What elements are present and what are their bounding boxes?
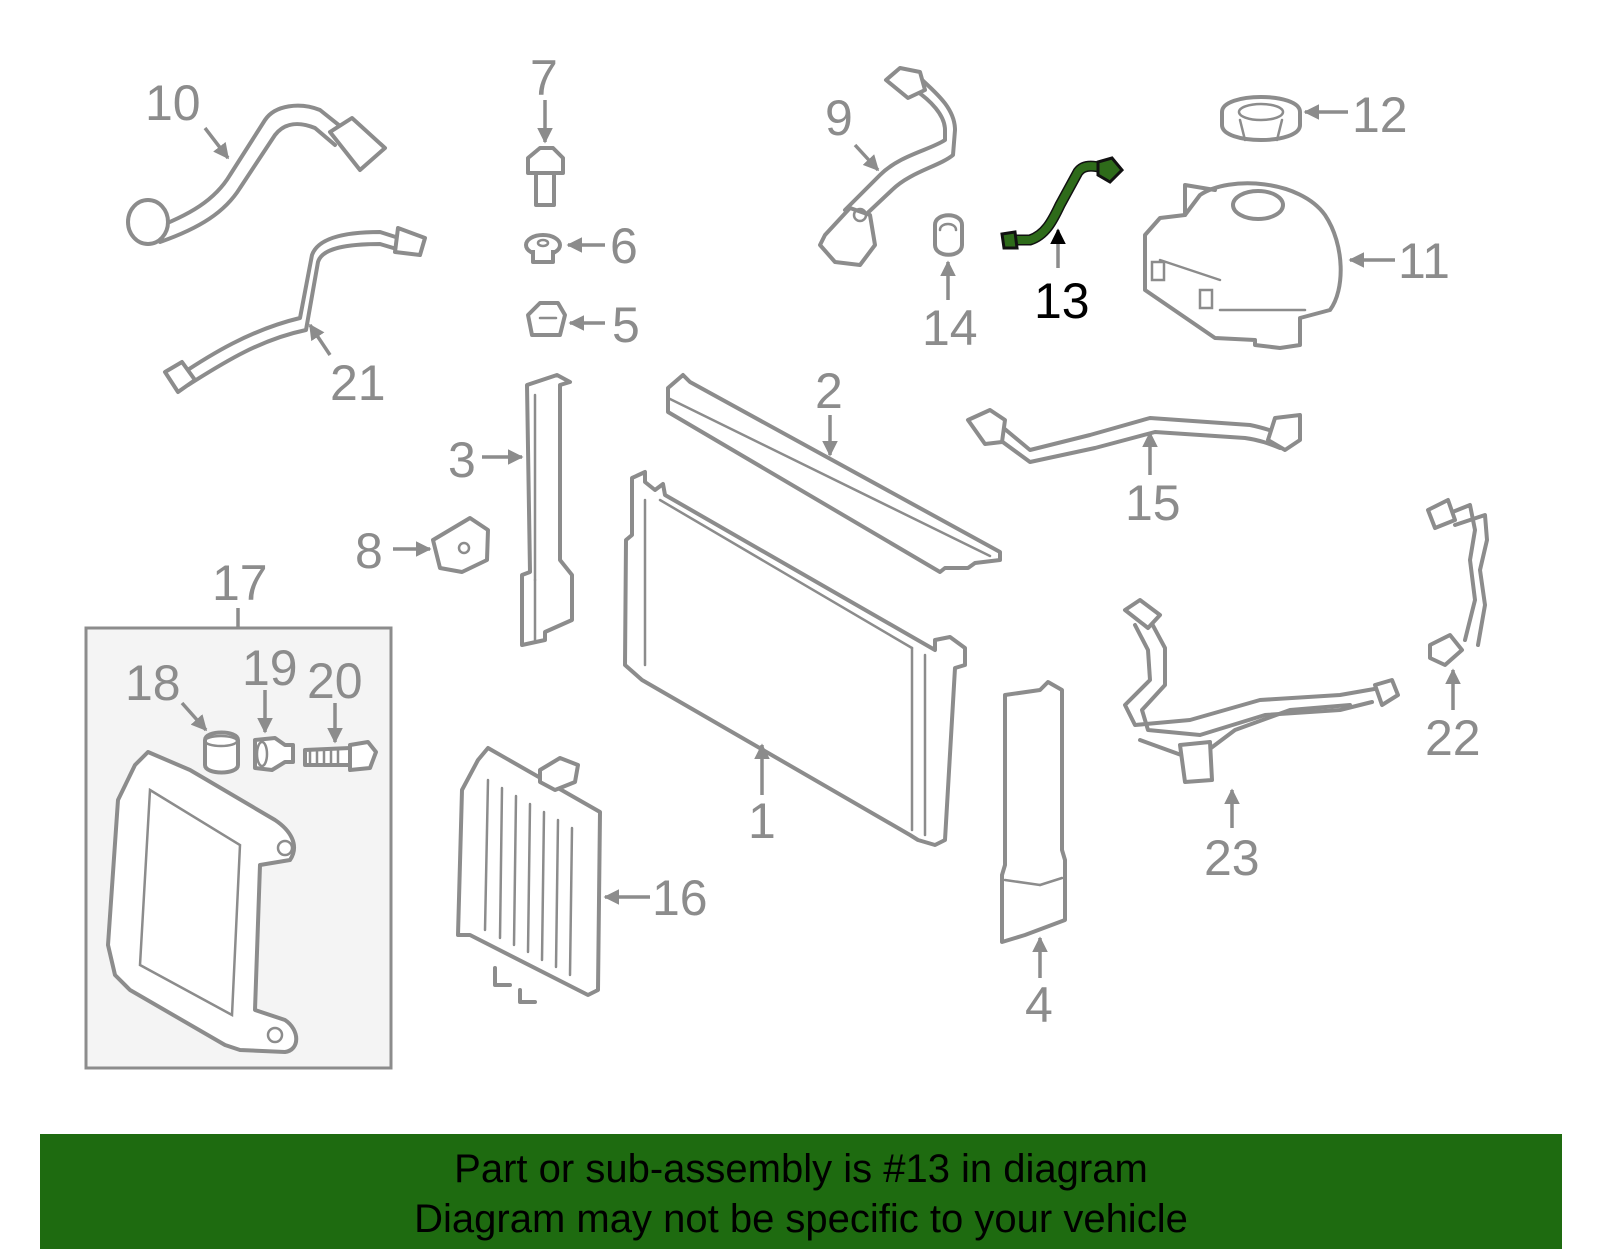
part-7-bolt[interactable] [526,146,565,207]
part-4-side-deflector[interactable] [1000,680,1067,944]
callout-7: 7 [530,50,558,106]
part-16-oil-cooler[interactable] [456,746,602,1004]
callout-23: 23 [1204,830,1260,886]
part-5-clip[interactable] [526,301,567,337]
callout-14: 14 [922,300,978,356]
part-22-hose[interactable] [1426,498,1489,667]
callout-3: 3 [448,432,476,488]
part-12-cap[interactable] [1220,95,1302,142]
part-8-bracket[interactable] [431,516,490,574]
callout-6: 6 [610,218,638,274]
arrow-10 [203,126,230,160]
callout-9: 9 [825,90,853,146]
callout-10: 10 [145,75,201,131]
part-17-kit-box[interactable] [84,608,393,1070]
part-1-condenser[interactable] [623,470,967,847]
callout-22: 22 [1425,710,1481,766]
part-10-upper-hose[interactable] [126,103,387,246]
part-19-grommet[interactable] [253,736,295,772]
banner-line-part-number: Part or sub-assembly is #13 in diagram [454,1147,1148,1191]
callout-21: 21 [330,355,386,411]
callout-2: 2 [815,363,843,419]
callout-1: 1 [748,793,776,849]
callout-8: 8 [355,523,383,579]
arrow-9 [853,143,880,172]
callout-4: 4 [1025,977,1053,1033]
callout-11: 11 [1398,233,1450,289]
callout-16: 16 [652,870,708,926]
part-3-side-deflector[interactable] [520,373,574,647]
arrow-21 [308,323,332,356]
part-18-bushing[interactable] [203,730,240,775]
arrow-18 [180,701,208,732]
callout-19: 19 [242,640,298,696]
part-14-clamp[interactable] [933,213,964,257]
callout-18: 18 [125,655,181,711]
callout-20: 20 [307,653,363,709]
part-13-hose-highlighted[interactable] [1000,156,1125,250]
part-20-bolt[interactable] [303,740,378,772]
callout-15: 15 [1125,475,1181,531]
info-banner: Part or sub-assembly is #13 in diagram D… [40,1134,1562,1249]
banner-line-disclaimer: Diagram may not be specific to your vehi… [414,1197,1188,1241]
callout-12: 12 [1352,87,1408,143]
part-9-hose[interactable] [818,66,957,267]
part-23-hose-assembly[interactable] [1123,598,1400,784]
part-21-hose[interactable] [163,226,427,394]
part-11-expansion-tank[interactable] [1143,181,1343,350]
callout-5: 5 [612,297,640,353]
part-15-hose[interactable] [966,408,1302,464]
callout-13: 13 [1034,273,1090,329]
part-2-upper-seal[interactable] [666,373,1002,574]
callout-17: 17 [212,555,268,611]
part-6-grommet[interactable] [524,233,562,264]
